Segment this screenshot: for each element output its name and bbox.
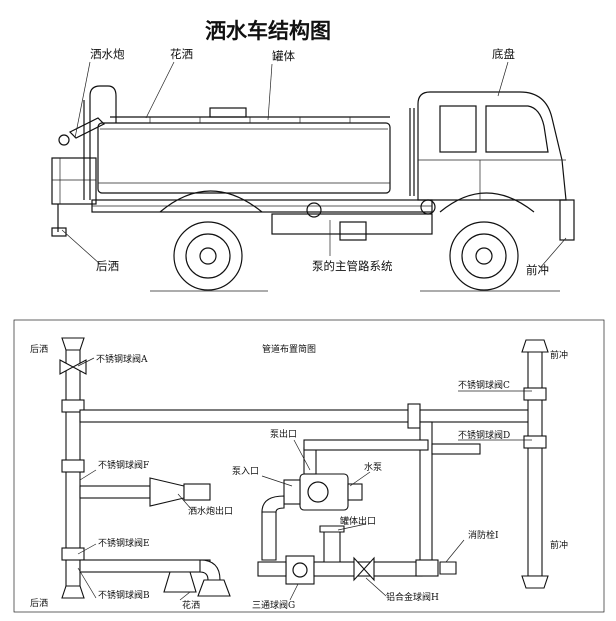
front-bumper (559, 199, 575, 241)
cab-windshield (485, 105, 549, 153)
label-cannon-outlet: 洒水炮出口 (188, 505, 233, 517)
label-water-cannon: 洒水炮 (90, 47, 125, 61)
front-wheel (449, 221, 519, 291)
rear-fender (159, 190, 263, 213)
label-front-flush-bottom: 前冲 (550, 539, 568, 551)
alloy-valve-h (353, 556, 375, 582)
pump-inlet-pipe (261, 511, 277, 561)
sprinkler-head-2 (197, 579, 231, 597)
piping-drawing (59, 337, 549, 601)
sprinkler-head-1 (163, 571, 197, 593)
label-valve-b: 不锈钢球阀B (98, 589, 150, 601)
label-valve-c: 不锈钢球阀C (458, 379, 510, 391)
label-rear-spray: 后洒 (96, 259, 119, 273)
label-sprinkler-bottom: 花洒 (182, 599, 200, 611)
right-main-pipe (527, 345, 543, 577)
label-valve-e: 不锈钢球阀E (98, 537, 150, 549)
label-pump-inlet: 泵入口 (232, 466, 259, 477)
label-pump-pipe: 泵的主管路系统 (312, 259, 393, 273)
front-fender (439, 192, 535, 213)
rear-box (51, 157, 97, 205)
tank-body (97, 122, 391, 194)
cannon-outlet (149, 477, 185, 507)
label-front-flush-top: 前冲 (550, 349, 568, 361)
three-way-valve-g (285, 555, 315, 585)
label-valve-a: 不锈钢球阀A (96, 353, 148, 365)
rear-wheel (173, 221, 243, 291)
cannon-nozzle (68, 117, 106, 139)
water-pump-body (299, 473, 349, 511)
truck-title: 洒水车结构图 (205, 18, 331, 43)
top-horizontal-pipe (79, 409, 421, 423)
label-rear-spray-bottom: 后洒 (30, 597, 48, 609)
label-three-way-valve: 三通球阀G (252, 599, 295, 611)
cab (417, 91, 567, 201)
piping-frame (13, 319, 605, 613)
cab-door-window (439, 105, 477, 153)
piping-title: 管道布置简图 (262, 343, 316, 355)
valve-a-symbol (59, 359, 87, 375)
cannon-post (89, 85, 117, 200)
label-valve-d: 不锈钢球阀D (458, 429, 510, 441)
label-pump-outlet: 泵出口 (270, 428, 297, 440)
label-tank-outlet: 罐体出口 (340, 515, 376, 527)
label-water-pump: 水泵 (364, 461, 382, 473)
label-rear-spray-top: 后洒 (30, 343, 48, 355)
truck-drawing (51, 61, 575, 292)
label-sprinkler: 花洒 (170, 47, 193, 61)
pump-system (271, 213, 433, 235)
manhole (209, 107, 247, 118)
label-hydrant: 消防栓I (468, 529, 499, 541)
label-chassis: 底盘 (492, 47, 515, 61)
label-valve-f: 不锈钢球阀F (98, 459, 149, 471)
label-alloy-valve: 铝合金球阀H (386, 591, 439, 603)
label-front-flush: 前冲 (526, 263, 549, 277)
label-tank: 罐体 (272, 49, 295, 63)
